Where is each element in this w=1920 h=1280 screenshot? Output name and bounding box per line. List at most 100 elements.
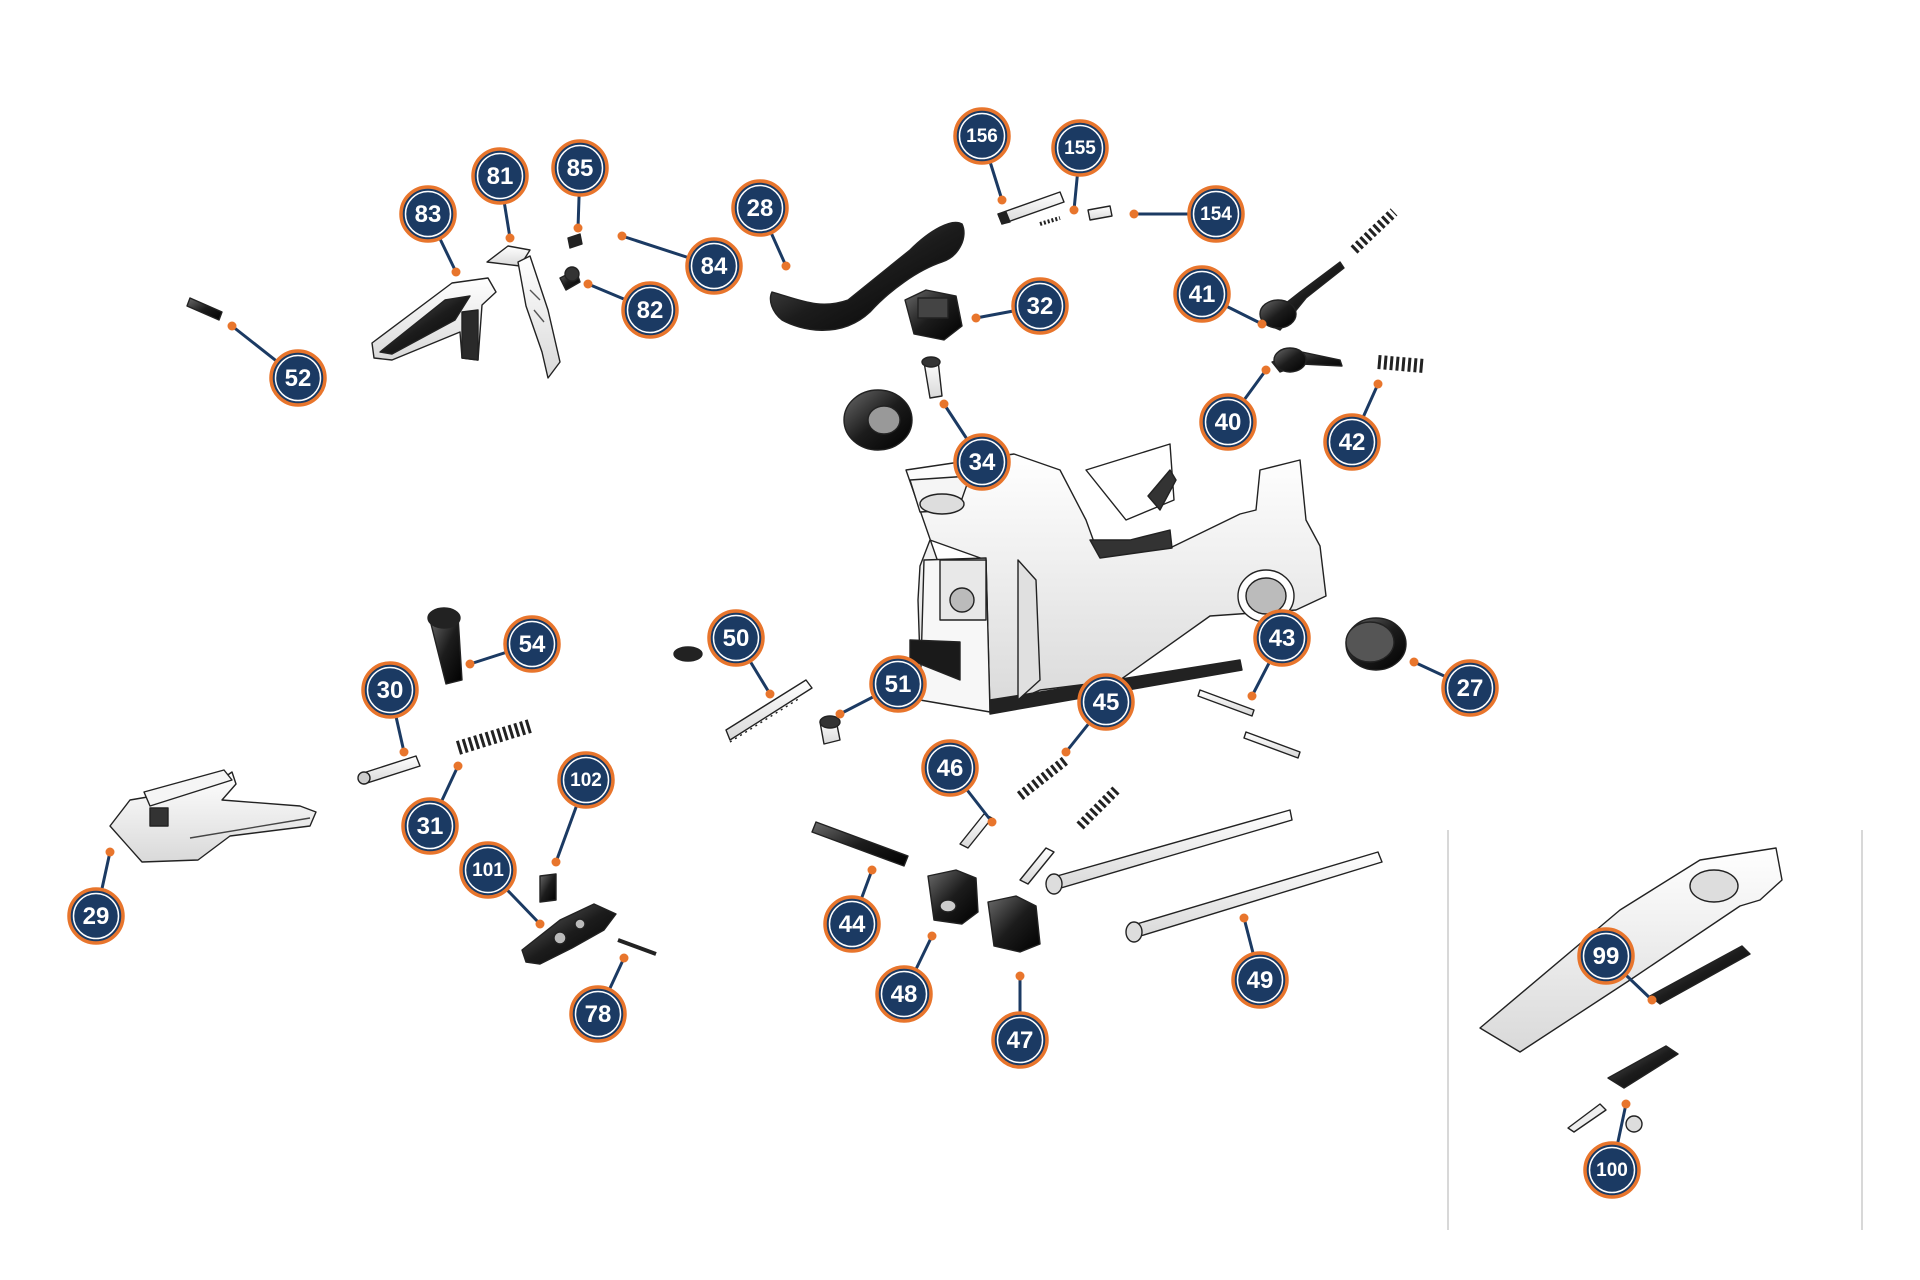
callout-dot-84 [617,231,627,241]
callout-label: 156 [966,126,998,147]
inset-divider [1447,830,1863,1230]
callout-leaders [94,135,1657,1171]
callout-dot-82 [583,279,593,289]
callout-label: 41 [1189,281,1216,308]
callout-circle [1077,673,1135,731]
callout-dot-50 [765,689,775,699]
callout-label: 27 [1457,675,1484,702]
callout-badge-34: 34 [953,433,1011,491]
callout-circle [569,985,627,1043]
callout-label: 81 [487,163,514,190]
callout-inner-ring [958,112,1006,160]
part-156-pin [997,191,1065,225]
callout-badge-46: 46 [921,739,979,797]
callout-dot-46 [987,817,997,827]
callout-badge-54: 54 [503,615,561,673]
callout-inner-ring [874,660,922,708]
callout-circle [1187,185,1245,243]
callout-inner-ring [626,286,674,334]
callout-circle [707,609,765,667]
callout-circle [953,107,1011,165]
callout-label: 32 [1027,293,1054,320]
callout-inner-ring [958,438,1006,486]
callout-circle [67,887,125,945]
callout-label: 30 [377,677,404,704]
callout-label: 99 [1593,943,1620,970]
callout-label: 51 [885,671,912,698]
callout-dot-45 [1061,747,1071,757]
callout-inner-ring [562,756,610,804]
part-44-rod [811,821,909,867]
callout-inner-ring [1582,932,1630,980]
part-82-screw [559,266,581,291]
callout-label: 101 [472,860,504,881]
callout-inner-ring [1178,270,1226,318]
callout-label: 82 [637,297,664,324]
callout-dot-85 [573,223,583,233]
callout-label: 84 [701,253,728,280]
callout-badge-30: 30 [361,661,419,719]
callout-dot-100 [1621,1099,1631,1109]
callout-badge-52: 52 [269,349,327,407]
part-52-pin [186,297,223,321]
part-40-firing-pin [1271,347,1343,373]
part-41-firing-pin [1259,261,1345,331]
callout-inner-ring [736,184,784,232]
callout-circle [1231,951,1289,1009]
callout-inner-ring [996,1016,1044,1064]
callout-dot-28 [781,261,791,271]
part-32-spindle [904,289,963,341]
callout-badge-100: 100 [1583,1141,1641,1199]
callout-label: 85 [567,155,594,182]
callout-dot-156 [997,195,1007,205]
callout-badge-31: 31 [401,797,459,855]
callout-inner-ring [1236,956,1284,1004]
callout-dot-154 [1129,209,1139,219]
callout-dot-51 [835,709,845,719]
part-155-spring [1039,216,1061,226]
callout-dot-48 [927,931,937,941]
callout-circle [1173,265,1231,323]
callout-badge-82: 82 [621,281,679,339]
callout-label: 102 [570,770,602,791]
part-42-spring [1377,355,1425,373]
callout-badge-29: 29 [67,887,125,945]
callout-inner-ring [464,846,512,894]
callout-dot-27 [1409,657,1419,667]
callout-dot-155 [1069,205,1079,215]
callout-badge-50: 50 [707,609,765,667]
callout-inner-ring [926,744,974,792]
callout-label: 28 [747,195,774,222]
callout-label: 49 [1247,967,1274,994]
callout-circle [269,349,327,407]
callout-dot-44 [867,865,877,875]
part-51-screw [819,715,841,745]
callout-circle [921,739,979,797]
part-81-lever [486,245,561,379]
callout-circle [875,965,933,1023]
callout-circle [953,433,1011,491]
callout-label: 155 [1064,138,1096,159]
callout-label: 54 [519,631,546,658]
callout-label: 100 [1596,1160,1628,1181]
part-78-pin [617,938,657,956]
callout-dot-81 [505,233,515,243]
callout-label: 154 [1200,204,1232,225]
part-50-ejector [673,646,813,743]
callout-dot-101 [535,919,545,929]
callout-label: 42 [1339,429,1366,456]
callout-label: 46 [937,755,964,782]
part-31-spring [455,719,533,755]
part-46-pins [959,813,1055,885]
callout-label: 31 [417,813,444,840]
callout-inner-ring [1204,398,1252,446]
callout-circle [685,237,743,295]
callout-inner-ring [556,144,604,192]
part-154-plunger [1087,205,1113,221]
callout-dot-30 [399,747,409,757]
callout-label: 43 [1269,625,1296,652]
callout-badge-99: 99 [1577,927,1635,985]
callout-inner-ring [476,152,524,200]
callout-circle [551,139,609,197]
part-34-screw [921,356,943,399]
